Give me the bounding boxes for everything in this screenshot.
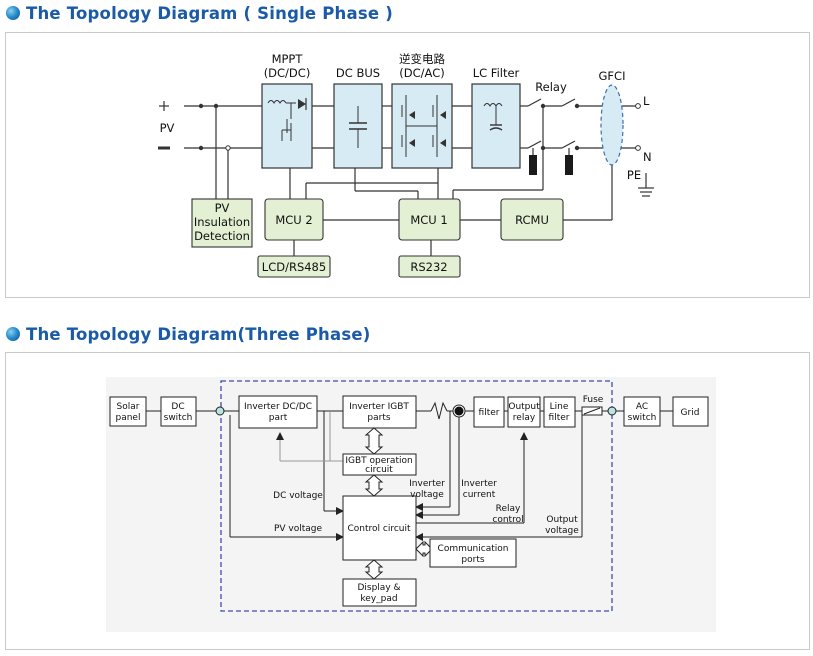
- output-voltage-label-1: Output: [546, 515, 578, 525]
- inverter-igbt-block: [342, 395, 417, 429]
- grid-label: Grid: [681, 408, 700, 418]
- single-phase-title: The Topology Diagram ( Single Phase ): [26, 3, 393, 23]
- line-filter-block: [543, 396, 576, 428]
- gfci-label: GFCI: [599, 69, 626, 83]
- inverter-block: [391, 83, 453, 169]
- inverter-dcdc-label-1: Inverter DC/DC: [244, 402, 312, 412]
- communication-ports-label-1: Communication: [438, 544, 509, 554]
- pv-label: PV: [160, 121, 175, 135]
- three-phase-title: The Topology Diagram(Three Phase): [26, 324, 371, 344]
- inverter-current-label-1: Inverter: [461, 479, 497, 489]
- dc-switch-label-1: DC: [171, 402, 184, 412]
- filter-label: filter: [479, 408, 500, 418]
- control-circuit-label: Control circuit: [347, 524, 410, 534]
- ac-switch-label-2: switch: [628, 413, 657, 423]
- filter-block: [473, 396, 505, 428]
- inverter-voltage-label-2: voltage: [410, 490, 444, 500]
- solar-panel-label-2: panel: [116, 413, 141, 423]
- inverter-dcdc-label-2: part: [269, 413, 288, 423]
- pv-insulation-label-2: Insulation: [194, 215, 250, 229]
- relay-control-label-2: control: [492, 515, 523, 525]
- dc-switch-block: [160, 396, 197, 427]
- grid-block: [672, 396, 709, 427]
- l-terminal-label: L: [643, 94, 650, 108]
- pe-label: PE: [627, 168, 641, 182]
- pv-voltage-label: PV voltage: [274, 524, 323, 534]
- relay-label: Relay: [535, 80, 567, 94]
- inverter-dashed-boundary: [220, 380, 613, 612]
- communication-ports-block: [429, 538, 517, 568]
- mcu1-label: MCU 1: [410, 213, 447, 227]
- pv-insulation-label-3: Detection: [194, 229, 250, 243]
- three-phase-heading: The Topology Diagram(Three Phase): [6, 323, 370, 345]
- gfci-sensor: [600, 84, 624, 166]
- inverter-igbt-label-2: parts: [367, 413, 390, 423]
- solar-panel-label-1: Solar: [117, 402, 140, 412]
- n-terminal-label: N: [643, 150, 652, 164]
- igbt-operation-label-1: IGBT operation: [345, 456, 412, 466]
- relay-coil-bottom: [565, 155, 573, 175]
- rcmu-label: RCMU: [515, 213, 549, 227]
- mcu2-label: MCU 2: [275, 213, 312, 227]
- display-keypad-block: [342, 578, 417, 607]
- inverter-dcdc-block: [238, 395, 318, 429]
- pv-insulation-label-1: PV: [215, 201, 230, 215]
- pv-insulation-detection-block: [191, 198, 253, 248]
- three-phase-panel: Solar panel DC switch Inverter DC/DC par…: [5, 352, 810, 650]
- dc-bus-block: [333, 83, 383, 169]
- line-filter-label-1: Line: [550, 402, 569, 412]
- ac-switch-block: [623, 396, 661, 427]
- ac-switch-label-1: AC: [636, 402, 648, 412]
- rcmu-block: [500, 198, 564, 241]
- output-relay-label-1: Output: [508, 402, 540, 412]
- relay-control-label-1: Relay: [496, 504, 521, 514]
- single-phase-panel: MPPT (DC/DC) DC BUS 逆变电路 (DC/AC) LC Filt…: [5, 32, 810, 298]
- inverter-label: 逆变电路: [399, 52, 445, 66]
- lc-filter-label: LC Filter: [473, 66, 520, 80]
- communication-ports-label-2: ports: [461, 555, 484, 565]
- inverter-sublabel: (DC/AC): [399, 66, 444, 80]
- globe-bullet-icon: [6, 6, 20, 20]
- globe-bullet-icon: [6, 327, 20, 341]
- dc-bus-label: DC BUS: [336, 66, 380, 80]
- single-phase-diagram: MPPT (DC/DC) DC BUS 逆变电路 (DC/AC) LC Filt…: [158, 52, 654, 278]
- solar-panel-block: [109, 396, 147, 427]
- mcu2-block: [264, 198, 324, 241]
- lcd-rs485-block: [257, 255, 331, 278]
- inverter-current-label-2: current: [463, 490, 496, 500]
- mppt-block: [261, 83, 313, 169]
- fuse-label: Fuse: [583, 395, 604, 405]
- three-phase-diagram: Solar panel DC switch Inverter DC/DC par…: [106, 377, 716, 632]
- display-keypad-label-1: Display &: [357, 583, 400, 593]
- rs232-block: [398, 255, 461, 278]
- relay-coil-top: [529, 155, 537, 175]
- display-keypad-label-2: key_pad: [360, 594, 397, 604]
- rs232-label: RS232: [410, 260, 447, 274]
- mppt-sublabel: (DC/DC): [264, 66, 311, 80]
- dc-voltage-label: DC voltage: [273, 491, 323, 501]
- mcu1-block: [398, 198, 461, 241]
- mppt-label: MPPT: [272, 52, 304, 66]
- control-circuit-block: [342, 495, 417, 561]
- igbt-operation-label-2: circuit: [365, 465, 393, 475]
- output-relay-block: [507, 396, 541, 428]
- lcd-rs485-label: LCD/RS485: [262, 260, 326, 274]
- line-filter-label-2: filter: [549, 413, 570, 423]
- output-relay-label-2: relay: [513, 413, 536, 423]
- inverter-igbt-label-1: Inverter IGBT: [349, 402, 409, 412]
- output-voltage-label-2: voltage: [545, 526, 579, 536]
- igbt-operation-block: [342, 453, 417, 476]
- lc-filter-block: [471, 83, 521, 169]
- single-phase-heading: The Topology Diagram ( Single Phase ): [6, 2, 393, 24]
- inverter-voltage-label-1: Inverter: [409, 479, 445, 489]
- dc-switch-label-2: switch: [164, 413, 193, 423]
